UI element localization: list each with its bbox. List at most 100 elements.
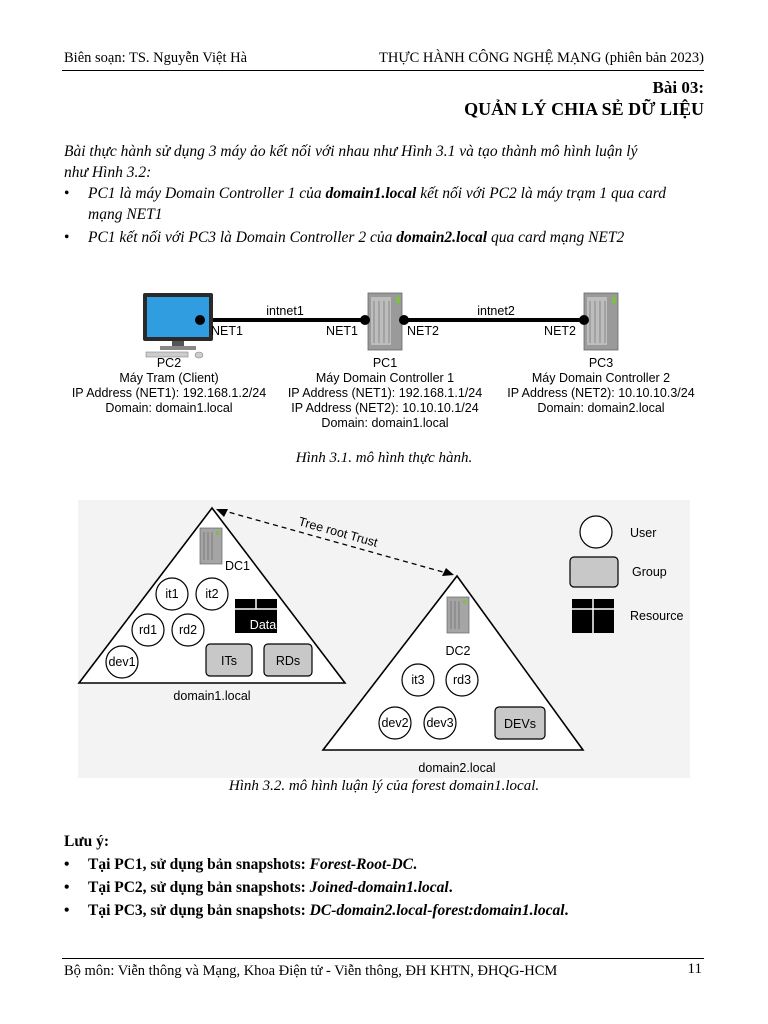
user-it3: [401, 663, 435, 697]
footer-divider: [62, 958, 704, 959]
bullet-1-domain: domain1.local: [325, 185, 417, 202]
lesson-number: Bài 03:: [652, 78, 704, 97]
label-pc2-net1: NET1: [211, 324, 243, 338]
pc1-role: Máy Domain Controller 1: [316, 371, 454, 385]
label-user-dev1: dev1: [108, 655, 135, 669]
user-it2: [195, 577, 229, 611]
bullet-1-text-c: kết nối với PC2 là máy trạm 1 qua card: [416, 185, 667, 202]
bullet-dot: •: [64, 856, 70, 873]
note-2-text: Tại PC2, sử dụng bản snapshots:: [88, 879, 310, 896]
legend: User Group Resource: [569, 515, 684, 633]
label-group-devs: DEVs: [504, 717, 536, 731]
note-1-text: Tại PC1, sử dụng bản snapshots:: [88, 856, 310, 873]
header-divider: [62, 70, 704, 71]
pc1-server-icon: [367, 292, 403, 351]
pc2-name: PC2: [157, 356, 181, 370]
bullet-pc1-domain1: • PC1 là máy Domain Controller 1 của dom…: [64, 183, 704, 227]
pc1-ip-net2: IP Address (NET2): 10.10.10.1/24: [291, 401, 478, 415]
pc2-domain: Domain: domain1.local: [105, 401, 232, 415]
note-pc2: • Tại PC2, sử dụng bản snapshots: Joined…: [64, 879, 704, 901]
pc2-computer-icon: [143, 293, 213, 359]
pc2-ip: IP Address (NET1): 192.168.1.2/24: [72, 386, 266, 400]
logical-forest-diagram: Tree root Trust DC1 it1 it2 rd1 rd2 dev1…: [77, 500, 690, 778]
legend-group-label: Group: [632, 565, 667, 579]
pc1-name: PC1: [373, 356, 397, 370]
label-domain2: domain2.local: [418, 761, 495, 775]
group-rds: [263, 643, 313, 677]
dc2-server-icon: [446, 596, 470, 634]
note-2-snapshot: Joined-domain1.local: [309, 879, 449, 896]
bullet-2-text-a: PC1 kết nối với PC3 là Domain Controller…: [88, 229, 397, 246]
label-user-dev2: dev2: [381, 716, 408, 730]
label-intnet2: intnet2: [477, 304, 515, 318]
legend-resource-symbol: [572, 599, 614, 633]
intro-paragraph: Bài thực hành sử dụng 3 máy ảo kết nối v…: [64, 141, 704, 183]
label-group-rds: RDs: [276, 654, 300, 668]
bullet-2-domain: domain2.local: [396, 229, 488, 246]
pc2-net1-port: [195, 315, 205, 325]
label-group-its: ITs: [221, 654, 237, 668]
header-author: Biên soạn: TS. Nguyễn Việt Hà: [64, 50, 248, 66]
user-dev1: [105, 645, 139, 679]
header-course-title: THỰC HÀNH CÔNG NGHỆ MẠNG (phiên bản 2023…: [379, 50, 704, 66]
legend-user-symbol: [579, 515, 613, 549]
bullet-dot: •: [64, 229, 70, 246]
label-user-rd1: rd1: [139, 623, 157, 637]
pc1-ip-net1: IP Address (NET1): 192.168.1.1/24: [288, 386, 482, 400]
intro-line-1: Bài thực hành sử dụng 3 máy ảo kết nối v…: [64, 143, 638, 160]
note-3-text: Tại PC3, sử dụng bản snapshots:: [88, 902, 310, 919]
note-pc3: • Tại PC3, sử dụng bản snapshots: DC-dom…: [64, 902, 704, 924]
legend-resource-label: Resource: [630, 609, 684, 623]
group-devs: [494, 706, 546, 740]
tree-root-trust-arrow: [220, 509, 451, 575]
dc1-server-icon: [199, 527, 223, 565]
note-pc1: • Tại PC1, sử dụng bản snapshots: Forest…: [64, 856, 704, 878]
user-it1: [155, 577, 189, 611]
bullet-1-text-a: PC1 là máy Domain Controller 1 của: [88, 185, 326, 202]
network-topology-diagram: intnet1 intnet2 NET1 NET1 NET2 NET2 P: [72, 292, 695, 430]
intro-line-2: như Hình 3.2:: [64, 164, 152, 181]
label-user-it2: it2: [205, 587, 218, 601]
legend-group-symbol: [569, 556, 619, 588]
label-user-rd3: rd3: [453, 673, 471, 687]
note-1-snapshot: Forest-Root-DC: [309, 856, 413, 873]
label-dc2: DC2: [445, 644, 470, 658]
label-user-it1: it1: [165, 587, 178, 601]
bullet-dot: •: [64, 879, 70, 896]
note-3-snapshot: DC-domain2.local-forest:domain1.local: [309, 902, 565, 919]
figure-3-1-caption: Hình 3.1. mô hình thực hành.: [295, 450, 473, 466]
pc2-role: Máy Tram (Client): [119, 371, 218, 385]
label-resource-data: Data: [250, 618, 276, 632]
note-3-period: .: [564, 902, 569, 919]
resource-data-icon: [235, 599, 277, 633]
legend-user-label: User: [630, 526, 656, 540]
label-domain1: domain1.local: [173, 689, 250, 703]
bullet-2-text-c: qua card mạng NET2: [487, 229, 625, 246]
lesson-title: QUẢN LÝ CHIA SẺ DỮ LIỆU: [464, 99, 704, 119]
user-dev2: [378, 706, 412, 740]
pc1-domain: Domain: domain1.local: [321, 416, 448, 430]
label-dc1: DC1: [225, 559, 250, 573]
user-rd1: [131, 613, 165, 647]
trust-arrowhead-dc2: [442, 568, 454, 576]
note-2-period: .: [448, 879, 453, 896]
notes-title: Lưu ý:: [64, 833, 110, 850]
user-rd2: [171, 613, 205, 647]
pc3-name: PC3: [589, 356, 613, 370]
bullet-dot: •: [64, 185, 70, 202]
figure-3-2-caption: Hình 3.2. mô hình luận lý của forest dom…: [228, 778, 540, 794]
label-user-it3: it3: [411, 673, 424, 687]
pc1-net2-port: [399, 315, 409, 325]
group-its: [205, 643, 253, 677]
footer-department: Bộ môn: Viễn thông và Mạng, Khoa Điện tử…: [64, 963, 558, 979]
label-user-dev3: dev3: [426, 716, 453, 730]
bullet-pc1-pc3: • PC1 kết nối với PC3 là Domain Controll…: [64, 227, 704, 249]
trust-arrowhead-dc1: [216, 509, 228, 517]
label-pc1-net1: NET1: [326, 324, 358, 338]
bullet-dot: •: [64, 902, 70, 919]
page-number: 11: [687, 961, 702, 977]
pc3-server-icon: [583, 292, 619, 351]
label-pc3-net2: NET2: [544, 324, 576, 338]
pc3-role: Máy Domain Controller 2: [532, 371, 670, 385]
pc3-domain: Domain: domain2.local: [537, 401, 664, 415]
